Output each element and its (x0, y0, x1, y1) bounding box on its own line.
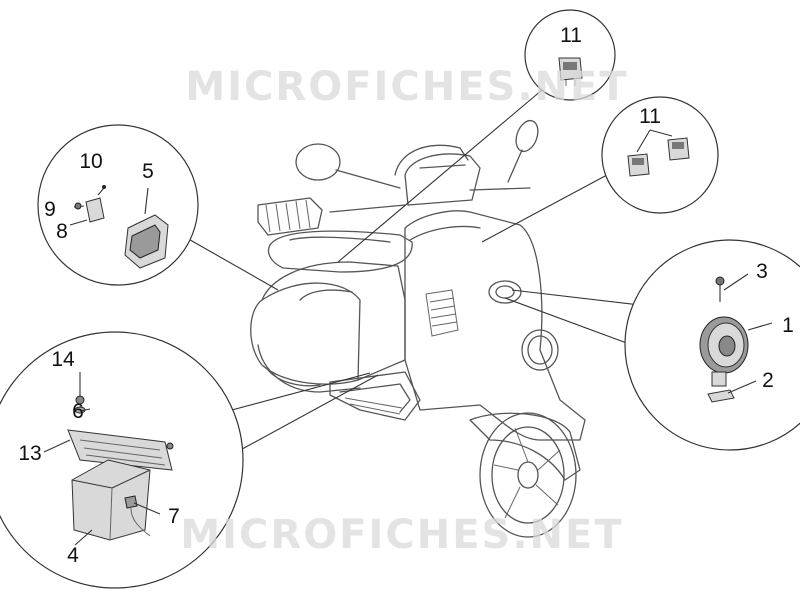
callout-10: 10 (79, 150, 102, 173)
detail-circle-connector-box (37, 124, 199, 286)
relay-part-pair (627, 129, 690, 177)
callout-5: 5 (142, 160, 154, 183)
callout-13: 13 (18, 442, 41, 465)
callout-3: 3 (756, 260, 768, 283)
callout-6: 6 (72, 400, 84, 423)
connector-parts (69, 185, 169, 269)
callout-14: 14 (51, 348, 75, 371)
callout-1: 1 (782, 314, 794, 337)
leader-lines (184, 89, 641, 461)
watermark-top: MICROFICHES.NET (185, 64, 628, 110)
callout-7: 7 (168, 505, 180, 528)
callout-2: 2 (762, 369, 774, 392)
callout-8: 8 (56, 220, 68, 243)
horn-parts (699, 273, 773, 403)
callout-11-top: 11 (560, 24, 582, 47)
scooter-illustration (250, 119, 586, 538)
battery-parts (43, 372, 174, 546)
watermark-bottom: MICROFICHES.NET (180, 512, 623, 558)
callout-9: 9 (44, 198, 56, 221)
callout-11-pair: 11 (639, 105, 661, 128)
callout-4: 4 (67, 544, 79, 567)
detail-circle-relay-pair (601, 96, 719, 214)
detail-circle-relay-top (524, 9, 616, 101)
relay-part-top (558, 57, 583, 86)
